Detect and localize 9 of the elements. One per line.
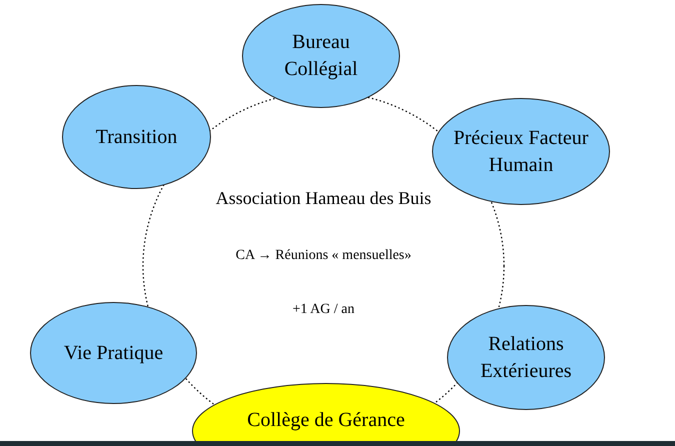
node-label: Bureau Collégial [283,30,359,82]
node-label: Collège de Gérance [247,408,405,433]
node-label: Transition [96,124,178,150]
node-label: Relations Extérieures [479,332,573,384]
node-label: Vie Pratique [64,340,164,366]
node-label: Précieux Facteur Humain [452,126,590,178]
circle-note: +1 AG / an [292,302,354,317]
circle-note: CA → Réunions « mensuelles» [236,248,412,263]
circle-title: Association Hameau des Buis [216,188,432,208]
